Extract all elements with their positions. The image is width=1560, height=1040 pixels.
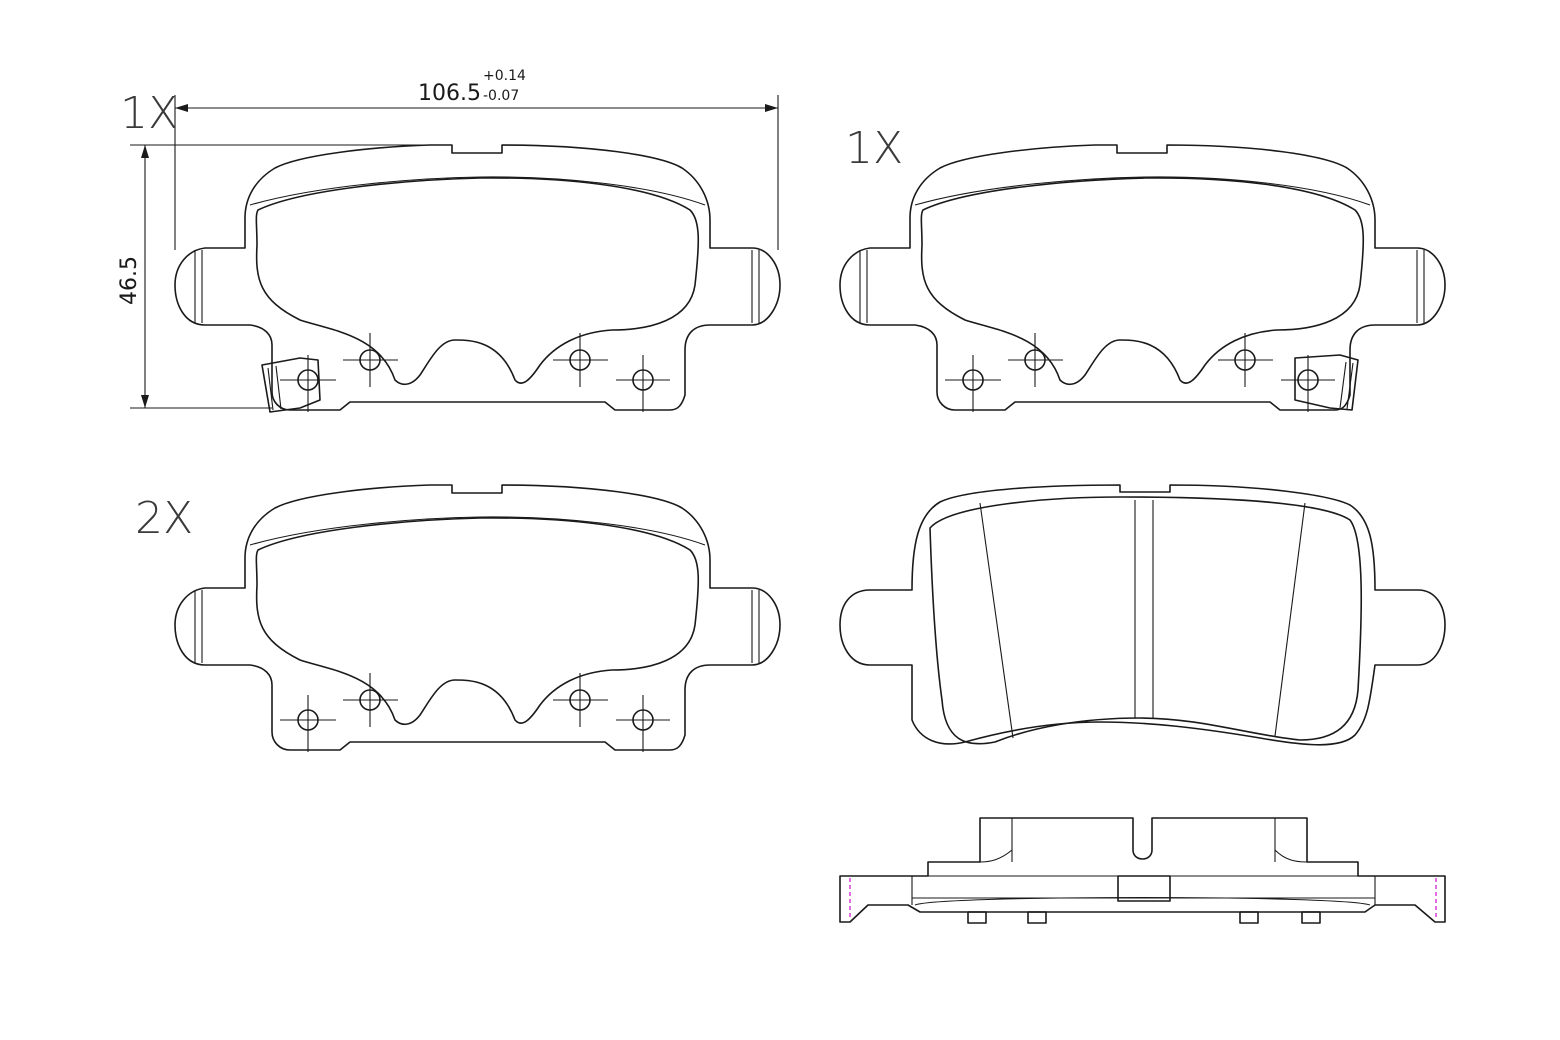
- quantity-label-top-left: 1X: [120, 88, 178, 139]
- width-tolerance-plus: +0.14: [483, 68, 526, 84]
- width-tolerance-minus: -0.07: [483, 88, 519, 104]
- quantity-label-middle-left: 2X: [135, 493, 193, 544]
- wear-indicator-clip: [261, 357, 321, 413]
- pad-side-view: [839, 817, 1446, 924]
- pad-view-top-left: [174, 144, 781, 413]
- pad-friction-face-view: [839, 484, 1446, 746]
- wear-indicator-clip-right: [1294, 354, 1359, 411]
- dimension-height: 46.5: [117, 144, 430, 409]
- pad-view-middle-left: [174, 484, 781, 753]
- height-value: 46.5: [117, 256, 142, 305]
- quantity-label-top-right: 1X: [845, 123, 903, 174]
- pad-view-top-right: [839, 144, 1446, 413]
- width-value: 106.5: [418, 81, 481, 106]
- dimension-width: 106.5 +0.14 -0.07: [174, 68, 779, 250]
